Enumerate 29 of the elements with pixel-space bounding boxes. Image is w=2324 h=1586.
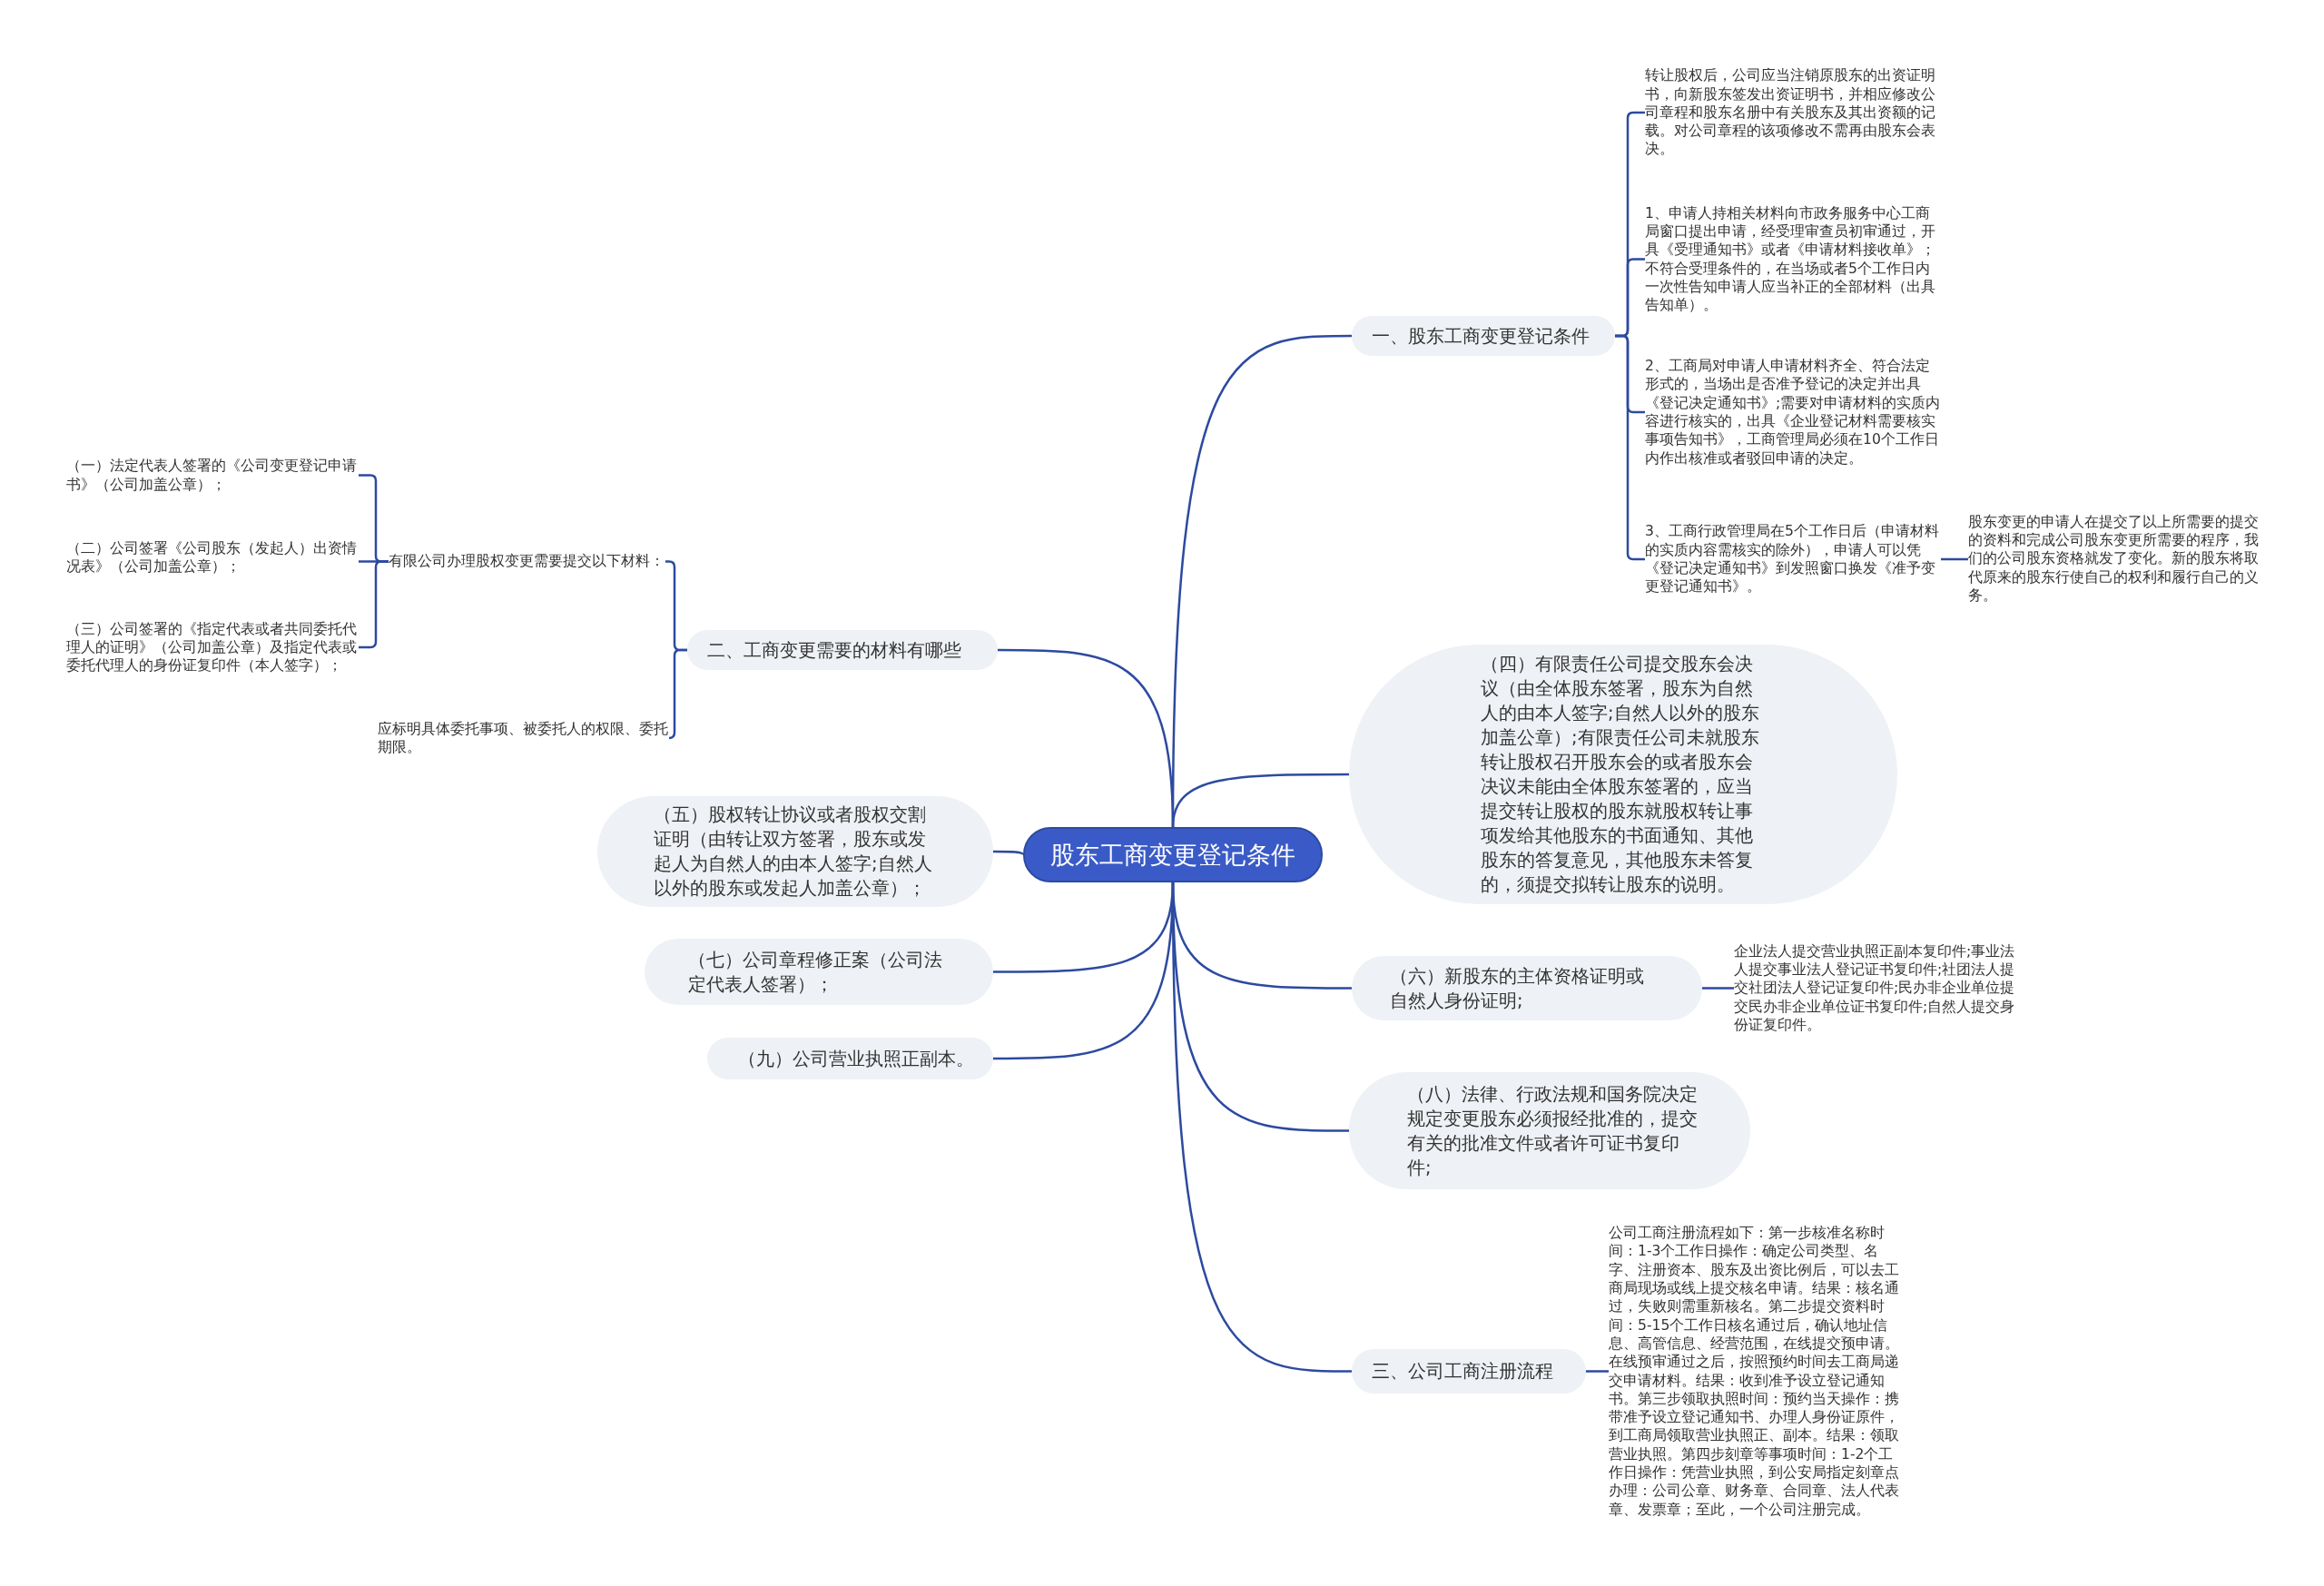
- connector-line: [1171, 882, 1352, 1373]
- central-topic: 股东工商变更登记条件: [1023, 827, 1323, 882]
- topic-box: 一、股东工商变更登记条件: [1352, 316, 1615, 356]
- topic-box: （八）法律、行政法规和国务院决定规定变更股东必须报经批准的，提交有关的批准文件或者许可证书复印件;: [1349, 1072, 1750, 1189]
- note-text: 1、申请人持相关材料向市政务服务中心工商局窗口提出申请，经受理审查员初审通过，开具《受理通知书》或者《申请材料接收单》；不符合受理条件的，在当场或者5个工作日内一次性告知申请人应当补正的全部材料（出具告知单）。: [1645, 204, 1941, 314]
- connector-line: [667, 648, 687, 740]
- note-text: （三）公司签署的《指定代表或者共同委托代理人的证明》（公司加盖公章）及指定代表或委托代理人的身份证复印件（本人签字）；: [66, 618, 359, 676]
- note-text: 2、工商局对申请人申请材料齐全、符合法定形式的，当场出是否准予登记的决定并出具《登记决定通知书》;需要对申请材料的实质内容进行核实的，出具《企业登记材料需要核实事项告知书》，工商管理局必须在10个工作日内作出核准或者驳回申请的决定。: [1645, 356, 1941, 468]
- topic-box: （七）公司章程修正案（公司法定代表人签署）；: [645, 939, 993, 1005]
- note-text: 公司工商注册流程如下：第一步核准名称时间：1-3个工作日操作：确定公司类型、名字、注册资本、股东及出资比例后，可以去工商局现场或线上提交核名申请。结果：核名通过，失败则需重新核名。第二步提交资料时间：5-15个工作日核名通过后，确认地址信息、高管信息、经营范围，在线提交预申请。在线预审通过之后，按照预约时间去工商局递交申请材料。结果：收到准予设立登记通知书。第三步领取执照时间：预约当天操作：携带准予设立登记通知书、办理人身份证原件，到工商局领取营业执照正、副本。结果：领取营业执照。第四步刻章等事项时间：1-2个工作日操作：凭营业执照，到公安局指定刻章点办理：公司公章、财务章、合同章、法人代表章、发票章；至此，一个公司注册完成。: [1609, 1223, 1899, 1520]
- connector-line: [1702, 987, 1734, 990]
- note-text: 3、工商行政管理局在5个工作日后（申请材料的实质内容需核实的除外），申请人可以凭《登记决定通知书》到发照窗口换发《准予变更登记通知书》。: [1645, 522, 1941, 596]
- connector-line: [1941, 557, 1968, 561]
- topic-box: 三、公司工商注册流程: [1352, 1349, 1586, 1394]
- connector-line: [1171, 773, 1349, 828]
- note-text: 应标明具体委托事项、被委托人的权限、委托期限。: [378, 719, 670, 757]
- topic-box: （四）有限责任公司提交股东会决议（由全体股东签署，股东为自然人的由本人签字;自然人以外的股东加盖公章）;有限责任公司未就股东转让股权召开股东会的或者股东会决议未能由全体股东签署的，应当提交转让股权的股东就股权转让事项发给其他股东的书面通知、其他股东的答复意见，其他股东未答复的，须提交拟转让股东的说明。: [1349, 645, 1897, 904]
- note-text: 股东变更的申请人在提交了以上所需要的提交的资料和完成公司股东变更所需要的程序，我们的公司股东资格就发了变化。新的股东将取代原来的股东行使自己的权利和履行自己的义务。: [1968, 513, 2264, 605]
- note-text: 企业法人提交营业执照正副本复印件;事业法人提交事业法人登记证书复印件;社团法人提交社团法人登记证复印件;民办非企业单位提交民办非企业单位证书复印件;自然人提交身份证复印件。: [1734, 941, 2017, 1035]
- note-text: （一）法定代表人签署的《公司变更登记申请书》（公司加盖公章）；: [66, 457, 359, 494]
- connector-line: [1586, 1370, 1609, 1373]
- topic-box: （五）股权转让协议或者股权交割证明（由转让双方签署，股东或发起人为自然人的由本人签字;自然人以外的股东或发起人加盖公章）；: [597, 796, 993, 907]
- topic-box: （九）公司营业执照正副本。: [707, 1038, 993, 1079]
- topic-box: 二、工商变更需要的材料有哪些: [687, 630, 998, 670]
- note-text: （二）公司签署《公司股东（发起人）出资情况表》（公司加盖公章）；: [66, 538, 359, 576]
- connector-line: [993, 850, 1024, 856]
- note-text: 转让股权后，公司应当注销原股东的出资证明书，向新股东签发出资证明书，并相应修改公司章程和股东名册中有关股东及其出资额的记载。对公司章程的该项修改不需再由股东会表决。: [1645, 66, 1941, 159]
- topic-box: （六）新股东的主体资格证明或自然人身份证明;: [1352, 956, 1702, 1020]
- note-text: 有限公司办理股权变更需要提交以下材料：: [389, 551, 665, 572]
